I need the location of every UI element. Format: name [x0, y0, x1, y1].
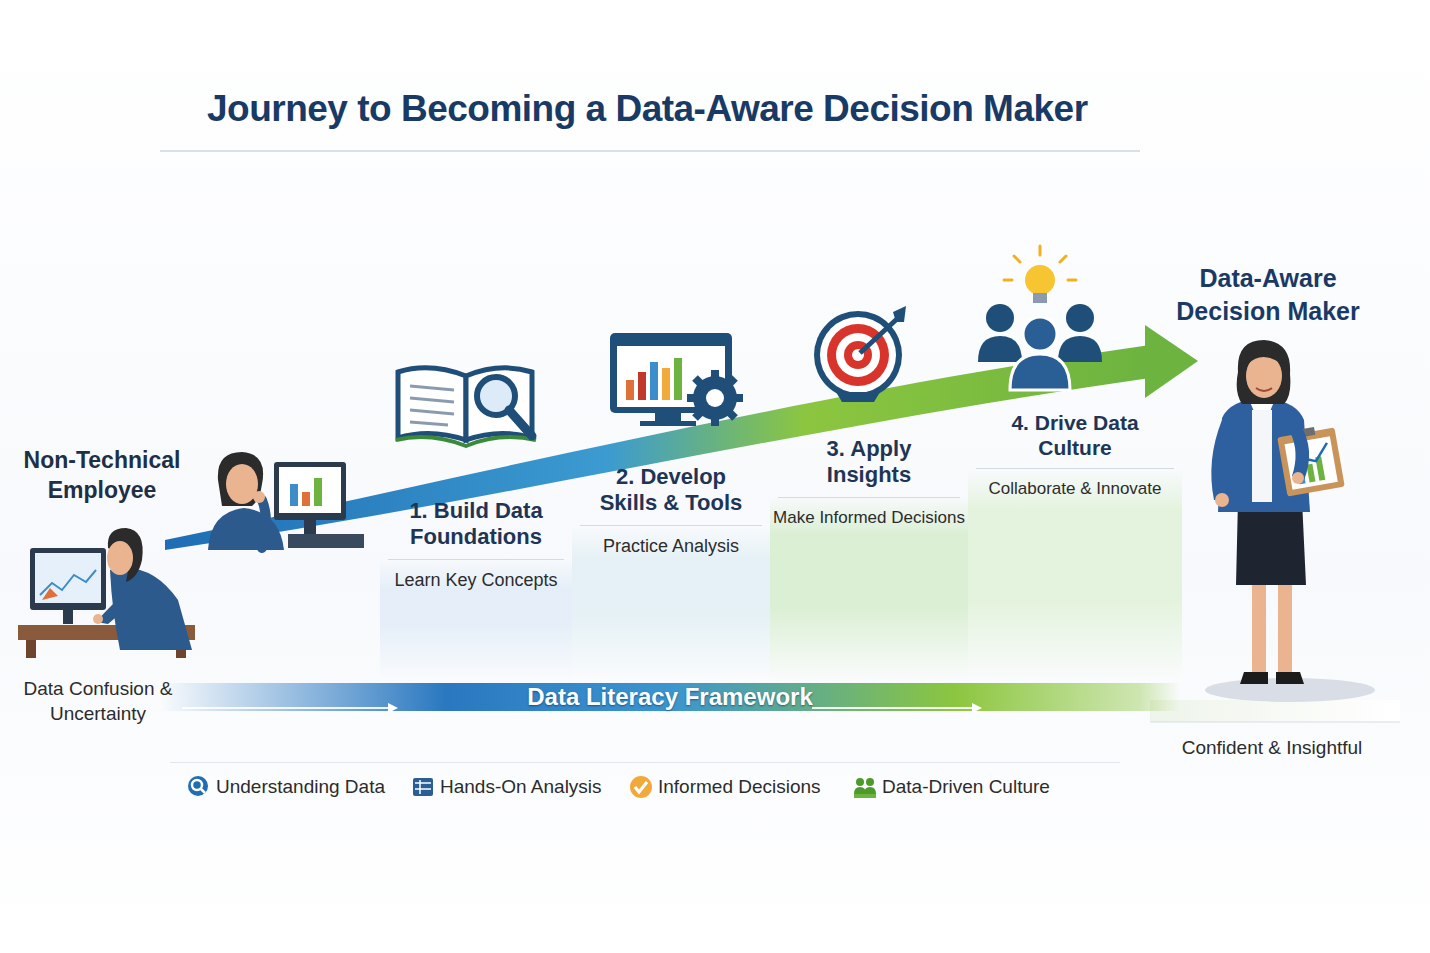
legend-icon	[410, 774, 436, 800]
decision-maker-figure	[1205, 340, 1375, 702]
arrow-head	[1145, 325, 1198, 398]
step-heading: 3. Apply Insights	[778, 432, 960, 498]
platform	[1150, 700, 1400, 722]
legend-text: Data-Driven Culture	[882, 776, 1050, 798]
band-arrow-line	[182, 707, 390, 709]
legend-icon	[628, 774, 654, 800]
legend-icon	[852, 774, 878, 800]
diagram-title: Journey to Becoming a Data-Aware Decisio…	[207, 88, 1088, 130]
step-subtitle: Collaborate & Innovate	[968, 469, 1182, 499]
legend-text: Hands-On Analysis	[440, 776, 602, 798]
framework-band: Data Literacy Framework	[160, 683, 1180, 711]
monitor-icon	[610, 333, 743, 426]
step-column: 1. Build Data FoundationsLearn Key Conce…	[380, 494, 572, 682]
band-label: Data Literacy Framework	[527, 683, 812, 711]
step-subtitle: Make Informed Decisions	[770, 498, 968, 528]
step-heading: 4. Drive Data Culture	[976, 406, 1174, 469]
legend-rule	[170, 762, 1120, 763]
step-subtitle: Learn Key Concepts	[380, 560, 572, 591]
band-arrow-head	[388, 703, 398, 713]
learning-employee	[208, 452, 364, 550]
state-label: Confident & Insightful	[1152, 736, 1392, 761]
state-label: Data Confusion & Uncertainty	[23, 677, 173, 726]
role-label: Data-Aware Decision Maker	[1153, 262, 1383, 327]
confused-employee	[18, 528, 195, 658]
band-arrow-head	[972, 703, 982, 713]
legend-item: Understanding Data	[186, 774, 385, 800]
step-heading: 1. Build Data Foundations	[388, 494, 564, 560]
team-icon	[978, 246, 1102, 390]
step-heading: 2. Develop Skills & Tools	[580, 460, 762, 526]
legend-icon	[186, 774, 212, 800]
platform-edge	[1150, 722, 1400, 723]
book-icon	[396, 368, 536, 446]
legend-item: Informed Decisions	[628, 774, 821, 800]
legend-text: Informed Decisions	[658, 776, 821, 798]
role-label: Non-Technical Employee	[17, 446, 187, 506]
legend-item: Data-Driven Culture	[852, 774, 1050, 800]
legend-item: Hands-On Analysis	[410, 774, 602, 800]
step-column: 4. Drive Data CultureCollaborate & Innov…	[968, 406, 1182, 682]
title-rule	[160, 150, 1140, 152]
target-icon	[814, 306, 906, 402]
step-column: 2. Develop Skills & ToolsPractice Analys…	[572, 460, 770, 682]
step-subtitle: Practice Analysis	[572, 526, 770, 557]
band-arrow-line	[812, 707, 974, 709]
legend-text: Understanding Data	[216, 776, 385, 798]
step-column: 3. Apply InsightsMake Informed Decisions	[770, 432, 968, 682]
